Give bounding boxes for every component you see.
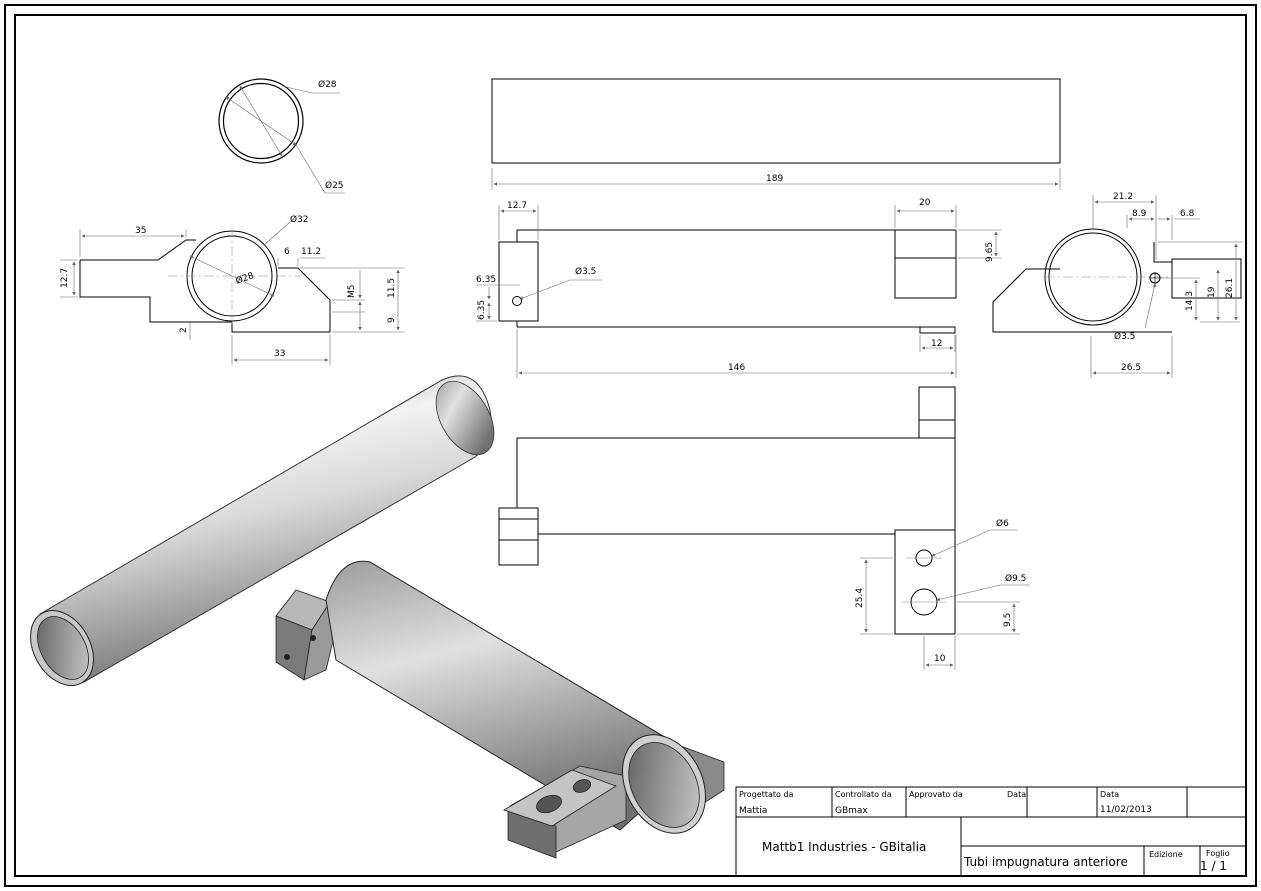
dim-clamp-arm: 35 xyxy=(135,226,146,236)
dim-side-143: 14.3 xyxy=(1185,291,1195,311)
dim-clamp-inner: Ø28 xyxy=(234,270,255,287)
dim-clamp-step: 6 xyxy=(284,247,290,257)
dim-side-265: 26.5 xyxy=(1121,363,1141,373)
sheet-label: Foglio xyxy=(1206,849,1230,858)
checked-by-value: GBmax xyxy=(835,806,868,816)
edition-label: Edizione xyxy=(1149,850,1183,859)
dim-front-127: 12.7 xyxy=(507,201,527,211)
dim-clamp-outer: Ø32 xyxy=(290,214,309,225)
dim-tube-length: 189 xyxy=(766,174,783,184)
dim-clamp-height: 12.7 xyxy=(60,268,70,288)
sheet-number: 1 / 1 xyxy=(1200,859,1227,873)
dim-clamp-h9: 9 xyxy=(387,317,397,323)
clamp-front-view xyxy=(476,205,1002,378)
dim-front-20: 20 xyxy=(919,198,931,208)
dim-front-146: 146 xyxy=(728,363,745,373)
dim-side-hole: Ø3.5 xyxy=(1114,331,1135,342)
dim-front-635a: 6.35 xyxy=(476,275,496,285)
designed-by-label: Progettato da xyxy=(739,790,794,799)
dim-side-19: 19 xyxy=(1207,286,1217,298)
date-label-2: Data xyxy=(1100,790,1119,799)
dim-tube-inner: Ø25 xyxy=(325,180,344,191)
dim-front-965: 9.65 xyxy=(985,242,995,262)
dim-clamp-gap: 11.2 xyxy=(301,247,321,257)
approved-by-label: Approvato da xyxy=(909,790,963,799)
dim-clamp-h115: 11.5 xyxy=(387,278,397,298)
title-block xyxy=(735,786,1247,877)
date-label-1: Data xyxy=(1007,790,1026,799)
outer-border xyxy=(4,4,1257,887)
drawing-title: Tubi impugnatura anteriore xyxy=(963,855,1128,869)
dim-side-68: 6.8 xyxy=(1180,209,1195,219)
designed-by-value: Mattia xyxy=(739,806,767,816)
dim-top-254: 25.4 xyxy=(855,588,865,608)
inner-border xyxy=(14,14,1247,877)
dim-clamp-thread: M5 xyxy=(347,285,357,299)
clamp-isometric-render xyxy=(275,560,725,859)
dim-top-10: 10 xyxy=(934,654,946,664)
dim-top-95: 9.5 xyxy=(1003,613,1013,627)
dim-top-hole6: Ø6 xyxy=(996,518,1009,529)
dim-clamp-base: 33 xyxy=(274,349,285,359)
dim-side-261: 26.1 xyxy=(1225,278,1235,298)
dim-tube-outer: Ø28 xyxy=(318,79,337,90)
dim-front-12: 12 xyxy=(931,339,942,349)
clamp-side-view xyxy=(992,195,1243,378)
dim-side-212: 21.2 xyxy=(1113,192,1133,202)
dim-side-89: 8.9 xyxy=(1132,209,1147,219)
tube-side-view xyxy=(491,78,1061,190)
checked-by-label: Controllato da xyxy=(835,790,892,799)
company-name: Mattb1 Industries - GBitalia xyxy=(762,840,926,854)
tube-isometric-render xyxy=(30,375,495,686)
clamp-section-view xyxy=(60,221,405,365)
clamp-top-view xyxy=(498,386,1030,670)
date-value: 11/02/2013 xyxy=(1100,805,1152,815)
dim-top-hole95: Ø9.5 xyxy=(1005,573,1026,584)
dim-clamp-offset: 2 xyxy=(179,327,189,333)
dim-front-635b: 6.35 xyxy=(477,300,487,320)
tube-section-view xyxy=(218,78,345,194)
dim-front-hole: Ø3.5 xyxy=(575,266,596,277)
